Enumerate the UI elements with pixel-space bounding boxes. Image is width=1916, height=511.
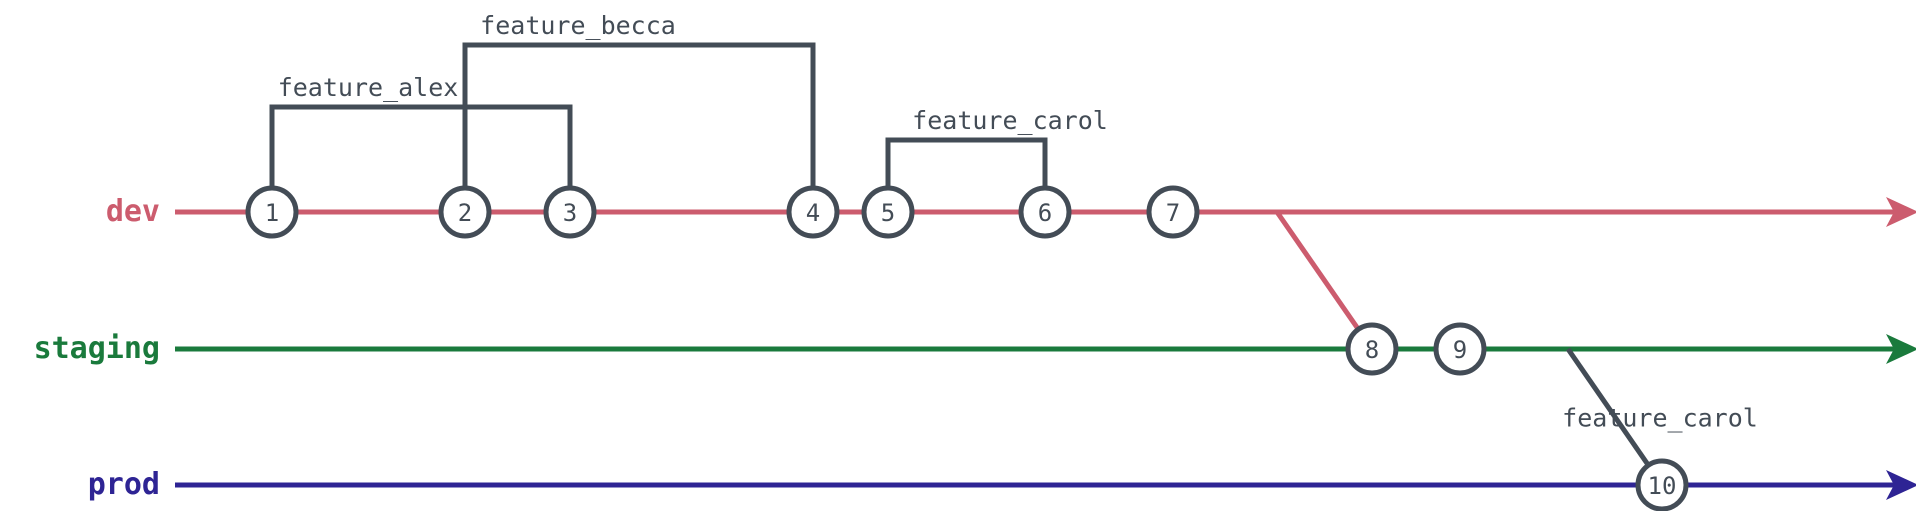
commit-node-group: 1 2 3 4 5 6 7 8 9 10 [245,185,1689,511]
commit-label-4: 4 [806,199,820,227]
bracket-feature_becca [462,42,816,212]
commit-node-4[interactable]: 4 [786,185,840,239]
merge-edge-group [1274,210,1665,487]
commit-circle-5[interactable] [861,185,915,239]
commit-circle-3[interactable] [543,185,597,239]
merge-edge-staging-to-prod-branch [1565,347,1665,487]
feature-label-feature_becca: feature_becca [480,11,676,40]
feature-label-feature_carol: feature_carol [912,106,1108,135]
branch-label-dev: dev [105,194,160,229]
commit-circle-1[interactable] [245,185,299,239]
commit-node-10[interactable]: 10 [1635,458,1689,511]
feature-label-feature_alex: feature_alex [277,73,459,102]
commit-circle-9[interactable] [1433,322,1487,376]
commit-label-3: 3 [563,199,577,227]
edge-label-feature_carol_prod: feature_carol [1562,403,1758,433]
commit-label-2: 2 [458,199,472,227]
commit-label-5: 5 [881,199,895,227]
commit-node-2[interactable]: 2 [438,185,492,239]
commit-node-1[interactable]: 1 [245,185,299,239]
commit-node-8[interactable]: 8 [1345,322,1399,376]
branch-label-staging: staging [33,331,160,366]
merge-edge-dev-to-staging-merge [1274,210,1375,351]
commit-circle-4[interactable] [786,185,840,239]
commit-circle-10[interactable] [1635,458,1689,511]
bracket-feature_alex [269,104,573,212]
commit-node-3[interactable]: 3 [543,185,597,239]
commit-circle-6[interactable] [1018,185,1072,239]
commit-circle-7[interactable] [1146,185,1200,239]
commit-label-1: 1 [265,199,279,227]
commit-label-8: 8 [1365,336,1379,364]
commit-node-5[interactable]: 5 [861,185,915,239]
commit-circle-2[interactable] [438,185,492,239]
commit-label-6: 6 [1038,199,1052,227]
feature-bracket-group [269,42,1048,212]
commit-label-7: 7 [1166,199,1180,227]
commit-label-9: 9 [1453,336,1467,364]
commit-node-9[interactable]: 9 [1433,322,1487,376]
commit-node-6[interactable]: 6 [1018,185,1072,239]
branch-lines-group [175,197,1916,500]
commit-label-10: 10 [1648,472,1677,500]
commit-node-7[interactable]: 7 [1146,185,1200,239]
commit-circle-8[interactable] [1345,322,1399,376]
branch-label-prod: prod [87,467,160,502]
bracket-feature_carol [885,137,1048,212]
